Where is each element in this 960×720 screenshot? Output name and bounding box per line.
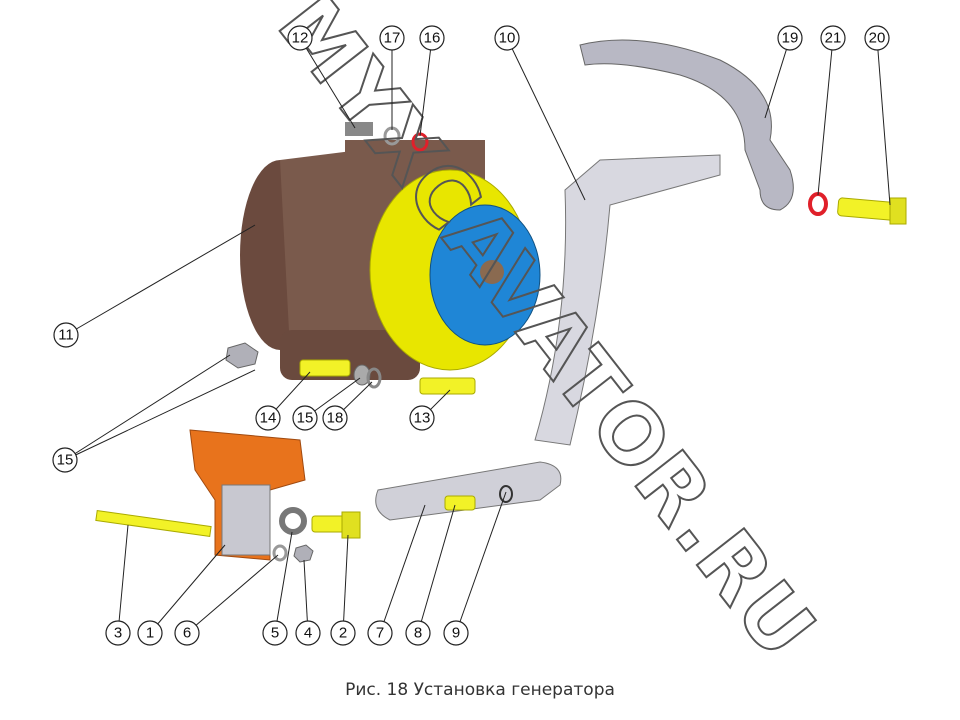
callout-3: 3: [105, 620, 131, 646]
washer-6: [272, 544, 288, 562]
leader-line: [506, 37, 586, 201]
pulley-nut: [480, 260, 504, 284]
washer-21: [808, 192, 828, 216]
callout-18: 18: [322, 405, 348, 431]
callout-8: 8: [405, 620, 431, 646]
callout-13: 13: [409, 405, 435, 431]
callout-label: 15: [57, 452, 74, 469]
callout-label: 8: [414, 625, 422, 642]
leader-line: [419, 37, 433, 137]
bolt-3: [95, 509, 212, 538]
callout-label: 17: [384, 30, 401, 47]
bolt-12: [345, 122, 373, 136]
callout-label: 9: [452, 625, 460, 642]
washer-9: [499, 485, 513, 503]
leader-line: [65, 224, 256, 336]
washer-5: [279, 507, 307, 535]
leader-line: [342, 534, 349, 634]
adjusting-plate-7: [375, 461, 562, 521]
leader-line: [455, 491, 507, 634]
callout-4: 4: [295, 620, 321, 646]
callout-label: 20: [869, 30, 886, 47]
callout-9: 9: [443, 620, 469, 646]
bolt-20-head: [889, 197, 907, 225]
callout-label: 21: [825, 30, 842, 47]
leader-line: [274, 531, 293, 634]
callout-label: 11: [58, 327, 74, 344]
callout-7: 7: [367, 620, 393, 646]
callout-label: 14: [260, 410, 277, 427]
callout-2: 2: [330, 620, 356, 646]
callout-21: 21: [820, 25, 846, 51]
callout-label: 7: [376, 625, 384, 642]
callout-label: 1: [146, 625, 154, 642]
callout-10: 10: [494, 25, 520, 51]
bolt-20: [837, 197, 895, 221]
callout-label: 6: [183, 625, 191, 642]
leader-line: [64, 354, 231, 461]
callout-12: 12: [287, 25, 313, 51]
callout-label: 12: [292, 30, 309, 47]
callout-label: 13: [414, 410, 431, 427]
callout-label: 19: [782, 30, 799, 47]
leader-line: [117, 524, 129, 634]
callout-label: 3: [114, 625, 122, 642]
callout-label: 10: [499, 30, 516, 47]
callout-6: 6: [174, 620, 200, 646]
callout-20: 20: [864, 25, 890, 51]
callout-label: 16: [424, 30, 441, 47]
callout-label: 4: [304, 625, 312, 642]
bolt-14: [299, 359, 351, 377]
perforated-shield-10: [534, 154, 721, 446]
leader-line: [379, 504, 426, 634]
leader-line: [64, 369, 256, 461]
leader-line: [764, 37, 791, 119]
bolt-2-head: [341, 511, 361, 539]
callout-14: 14: [255, 405, 281, 431]
leader-line: [417, 504, 456, 634]
strap-bracket-19: [579, 39, 794, 211]
leader-line: [299, 37, 356, 129]
nut-4: [293, 544, 314, 563]
callout-19: 19: [777, 25, 803, 51]
figure-caption: Рис. 18 Установка генератора: [345, 680, 615, 700]
callout-16: 16: [419, 25, 445, 51]
callout-15: 15: [52, 447, 78, 473]
callout-1: 1: [137, 620, 163, 646]
leader-line: [149, 544, 226, 634]
nut-15: [225, 342, 259, 369]
callout-15: 15: [292, 405, 318, 431]
bracket-plate: [221, 484, 271, 556]
bolt-8: [444, 495, 476, 511]
callout-17: 17: [379, 25, 405, 51]
callout-5: 5: [262, 620, 288, 646]
bolt-13: [419, 377, 476, 395]
callout-11: 11: [53, 322, 79, 348]
leader-line: [817, 37, 834, 196]
callout-label: 18: [327, 410, 344, 427]
leader-line: [876, 37, 891, 206]
callout-label: 5: [271, 625, 279, 642]
washer-18: [366, 367, 382, 389]
callout-label: 15: [297, 410, 314, 427]
callout-label: 2: [339, 625, 347, 642]
leader-line: [186, 554, 279, 634]
